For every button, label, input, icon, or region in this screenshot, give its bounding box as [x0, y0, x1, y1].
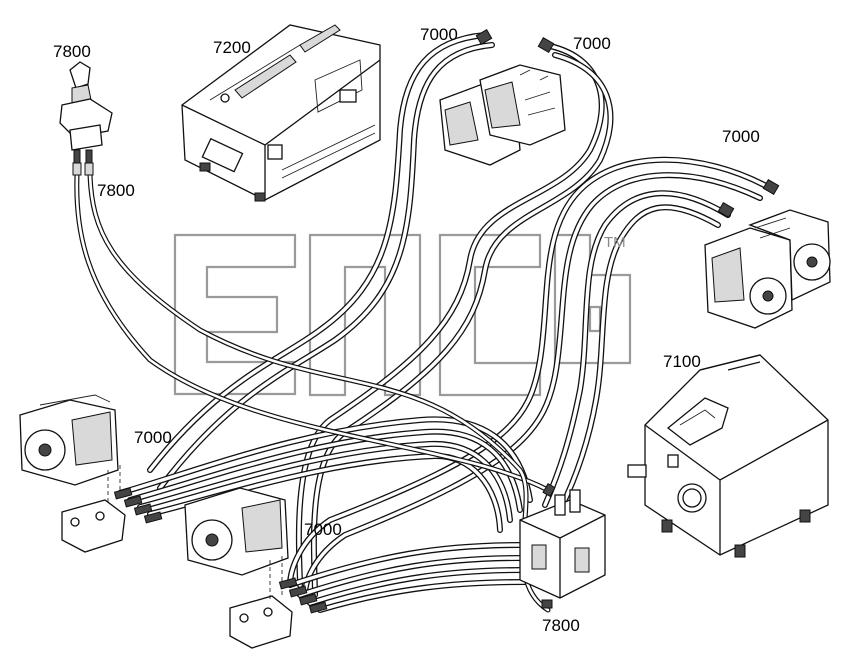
label-hose-top-right: 7000	[573, 34, 611, 53]
trademark-mark: TM	[604, 234, 626, 251]
hydraulic-tank	[627, 354, 829, 558]
label-hose-right: 7000	[722, 127, 760, 146]
hose-bundle-right	[287, 156, 773, 598]
pump-center	[184, 487, 328, 649]
label-joystick-cable: 7800	[97, 181, 135, 200]
label-hose-top-left: 7000	[420, 25, 458, 44]
label-control-box: 7200	[213, 38, 251, 57]
joystick	[59, 61, 113, 176]
valve-block	[519, 482, 606, 609]
label-hose-left-pump: 7000	[134, 428, 172, 447]
hose-bundle-center	[287, 542, 529, 613]
control-box	[181, 24, 381, 202]
label-joystick: 7800	[53, 42, 91, 61]
label-tank: 7100	[663, 352, 701, 371]
pump-pair-top	[439, 28, 566, 166]
pump-left	[19, 394, 163, 553]
label-valve-block: 7800	[542, 616, 580, 635]
pump-pair-right	[704, 178, 831, 329]
label-hose-center-pump: 7000	[304, 520, 342, 539]
